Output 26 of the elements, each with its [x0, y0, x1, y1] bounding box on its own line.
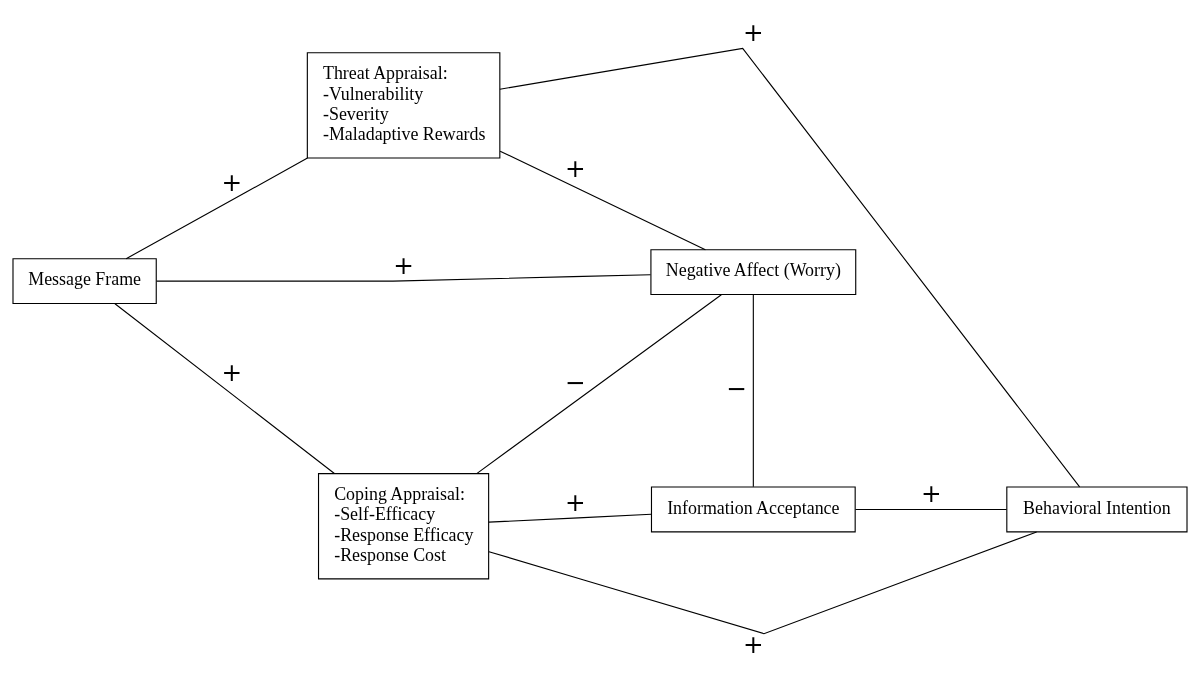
- edge-label: +: [393, 250, 414, 280]
- edge-label: −: [565, 367, 586, 397]
- node-box: Message Frame: [12, 257, 157, 304]
- connector: [752, 293, 754, 487]
- node-box: Behavioral Intention: [1006, 486, 1188, 532]
- connector: [499, 150, 706, 250]
- connector: [488, 513, 652, 523]
- connector: [854, 508, 1008, 510]
- edge-label: +: [565, 153, 586, 183]
- edge-label: +: [920, 478, 942, 508]
- node-box: Threat Appraisal: -Vulnerability -Severity -Maladaptive Rewards: [306, 51, 501, 159]
- node-box: Negative Affect (Worry): [650, 248, 857, 295]
- edge-label: +: [565, 487, 586, 517]
- connector: [114, 302, 335, 474]
- connector: [125, 157, 309, 259]
- connector: [499, 47, 1081, 487]
- edge-label: +: [221, 357, 243, 387]
- edge-label: −: [726, 373, 747, 403]
- edge-label: +: [743, 629, 764, 659]
- edge-label: +: [743, 17, 764, 47]
- connector: [476, 293, 722, 474]
- node-box: Information Acceptance: [650, 486, 856, 532]
- connector: [488, 530, 1038, 634]
- edge-label: +: [221, 167, 243, 197]
- node-box: Coping Appraisal: -Self-Efficacy -Response Efficacy -Response Cost: [317, 472, 490, 579]
- connector: [155, 273, 652, 282]
